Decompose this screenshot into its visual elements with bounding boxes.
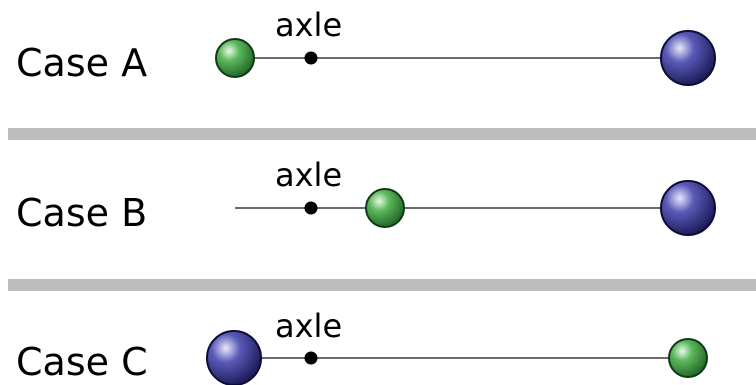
case-b-green-ball (365, 188, 405, 228)
case-a-label: Case A (16, 41, 147, 85)
case-a-axle-label: axle (275, 6, 342, 44)
case-a-panel: Case A axle (16, 6, 716, 86)
case-a-green-ball (215, 38, 255, 78)
case-c-axle-label: axle (275, 307, 342, 345)
case-c-panel: Case C axle (16, 307, 708, 385)
case-c-green-ball (668, 338, 708, 378)
divider-1 (8, 128, 756, 140)
divider-2 (8, 279, 756, 291)
case-a-axle-dot (304, 51, 318, 65)
case-c-label: Case C (16, 340, 148, 384)
case-b-axle-dot (304, 201, 318, 215)
case-a-blue-ball (660, 30, 716, 86)
case-c-blue-ball (206, 330, 262, 385)
case-b-label: Case B (16, 191, 147, 235)
case-b-blue-ball (660, 180, 716, 236)
case-b-panel: Case B axle (16, 156, 716, 236)
case-b-axle-label: axle (275, 156, 342, 194)
case-c-axle-dot (304, 351, 318, 365)
